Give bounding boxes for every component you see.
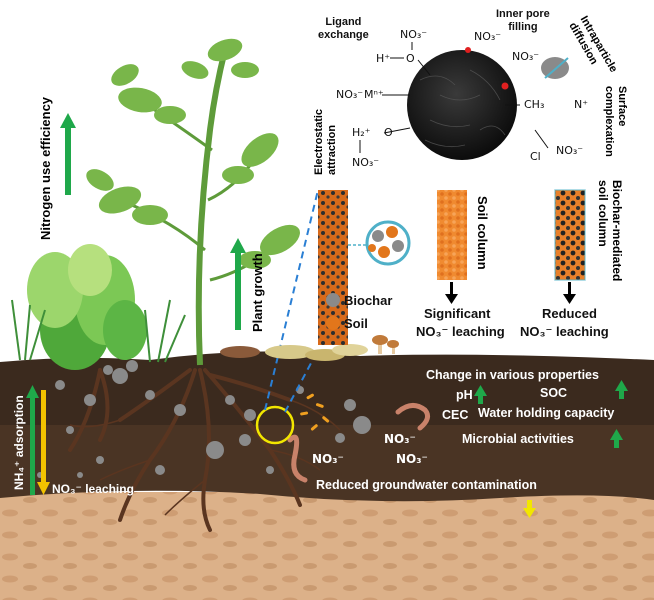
zoom-line <box>264 189 319 411</box>
soil-column-label: Soil column <box>475 196 490 270</box>
soil-nitrate-ion: NO₃⁻ <box>312 452 344 466</box>
soil-biochar-particles <box>37 360 371 478</box>
no3-down-arrow <box>37 390 50 495</box>
sand-layer <box>0 492 654 600</box>
green-up-arrow <box>60 113 76 195</box>
ligand-exchange-label: Ligand exchange <box>318 16 369 41</box>
mushroom-icon <box>372 335 399 354</box>
nitrate-ion: NO₃⁻ <box>474 30 502 43</box>
surface-complexation-label: Surface complexation <box>603 86 628 157</box>
no3-leaching-side-label: NO₃⁻ leaching <box>52 482 134 496</box>
metal-cation: Mⁿ⁺ <box>364 88 384 101</box>
nh4-up-arrow <box>26 385 39 495</box>
nitrate-ion: NO₃⁻ <box>400 28 428 41</box>
electrostatic-attraction-label: Electrostatic attraction <box>313 108 338 175</box>
grass <box>11 299 186 363</box>
ammonium-n: N⁺ <box>574 98 589 111</box>
soil-nitrate-ion: NO₃⁻ <box>384 432 416 446</box>
inner-pore-filling-label: Inner pore filling <box>496 8 550 33</box>
soil-column <box>437 190 467 280</box>
biochar-legend-marker <box>326 293 340 307</box>
topsoil-layer <box>0 351 654 425</box>
nh4-adsorption-label: NH₄⁺ adsorption <box>12 395 26 490</box>
nitrate-ion: NO₃⁻ <box>352 156 380 169</box>
soil-legend-marker <box>326 316 340 330</box>
protonated-water: H₂⁺ <box>352 126 371 139</box>
biochar-legend-label: Biochar <box>344 293 393 308</box>
pore-dot <box>501 82 509 90</box>
highlight-circle <box>255 405 295 445</box>
property-up-arrow <box>474 380 628 448</box>
oxygen: O <box>406 52 415 65</box>
fertilizer-granules <box>300 393 330 431</box>
biochar-soil-column-label: Biochar-mediated soil column <box>596 180 624 282</box>
earthworm <box>287 434 308 483</box>
soc-label: SOC <box>540 386 568 400</box>
groundwater-label: Reduced groundwater contamination <box>316 478 537 492</box>
biochar-particle <box>407 47 517 160</box>
bond-lines <box>359 42 549 153</box>
plant-growth-label: Plant growth <box>250 253 265 332</box>
soil-legend-label: Soil <box>344 316 368 331</box>
earthworm <box>395 403 431 431</box>
diffusion-icon <box>541 57 569 79</box>
methylammonium: CH₃ <box>524 98 545 111</box>
pore-dot <box>465 47 471 53</box>
magnified-view <box>365 220 411 266</box>
water-holding-label: Water holding capacity <box>478 406 615 420</box>
yellow-down-arrow <box>523 500 536 518</box>
lettuce-plant <box>27 244 147 370</box>
proton: H⁺ <box>376 52 391 65</box>
ph-label: pH <box>456 388 473 402</box>
soil-nitrate-ion: NO₃⁻ <box>396 452 428 466</box>
nitrate-ion: NO₃⁻ <box>512 50 540 63</box>
reduced-leaching-label: Reduced <box>542 306 597 321</box>
reduced-leaching-label: NO₃⁻ leaching <box>520 324 609 339</box>
chloride: Cl <box>530 150 541 163</box>
change-properties-label: Change in various properties <box>426 368 599 382</box>
significant-leaching-label: Significant <box>424 306 491 321</box>
nitrate-ion: NO₃⁻ <box>336 88 364 101</box>
green-up-arrow <box>230 238 246 330</box>
nitrogen-use-efficiency-label: Nitrogen use efficiency <box>38 96 53 240</box>
tomato-plant <box>86 38 300 366</box>
microbial-activities-label: Microbial activities <box>462 432 574 446</box>
leaf-litter <box>220 344 368 361</box>
oxygen: O <box>384 126 393 139</box>
cec-label: CEC <box>442 408 469 422</box>
biochar-column <box>555 190 585 280</box>
plant-roots <box>68 368 302 532</box>
down-arrow <box>445 282 576 304</box>
nitrate-ion: NO₃⁻ <box>556 144 584 157</box>
significant-leaching-label: NO₃⁻ leaching <box>416 324 505 339</box>
